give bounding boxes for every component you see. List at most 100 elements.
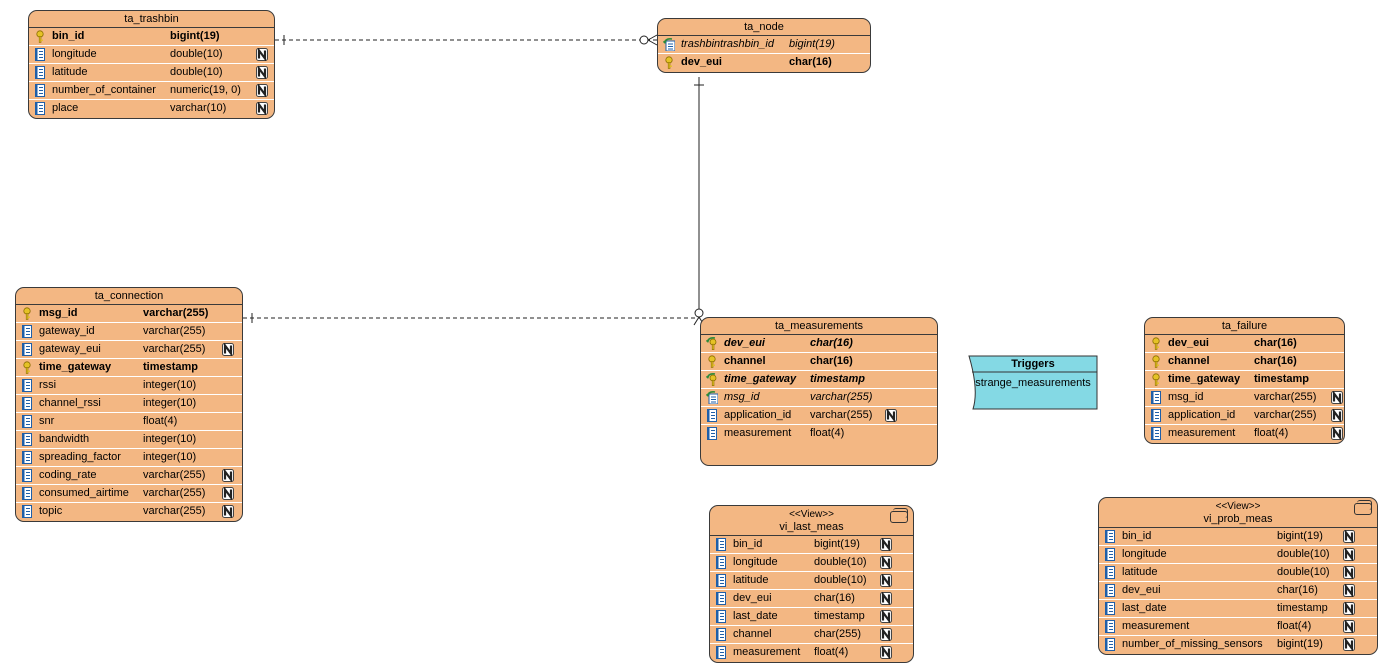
key-icon xyxy=(1152,373,1160,386)
column-row[interactable]: msg_id varchar(255) xyxy=(701,389,937,407)
nullable-icon xyxy=(1343,620,1355,633)
column-name: measurement xyxy=(724,427,792,439)
column-type: char(16) xyxy=(810,355,853,367)
relationship-trashbin-node[interactable] xyxy=(275,34,658,46)
column-name: latitude xyxy=(52,66,88,78)
column-row[interactable]: longitude double(10) xyxy=(29,46,274,64)
column-icon xyxy=(1105,530,1115,543)
column-name: channel xyxy=(733,628,772,640)
column-name: bandwidth xyxy=(39,433,90,445)
column-icon xyxy=(1151,391,1161,404)
key-icon xyxy=(1152,355,1160,368)
column-name: msg_id xyxy=(39,307,78,319)
column-name: measurement xyxy=(733,646,801,658)
relationship-connection-measurements[interactable] xyxy=(243,313,700,323)
column-type: varchar(255) xyxy=(810,391,873,403)
column-type: float(4) xyxy=(1254,427,1289,439)
column-type: double(10) xyxy=(170,48,223,60)
key-icon xyxy=(665,56,673,69)
column-name: msg_id xyxy=(724,391,760,403)
column-name: bin_id xyxy=(1122,530,1152,542)
trigger-item[interactable]: strange_measurements xyxy=(975,377,1091,389)
entity-title: ta_measurements xyxy=(701,318,937,335)
column-type: double(10) xyxy=(170,66,223,78)
column-type: timestamp xyxy=(143,361,199,373)
column-name: channel xyxy=(724,355,766,367)
key-icon xyxy=(1152,337,1160,350)
column-row[interactable]: latitude double(10) xyxy=(29,64,274,82)
triggers-box[interactable]: Triggers strange_measurements xyxy=(969,356,1097,408)
column-name: longitude xyxy=(52,48,97,60)
column-name: last_date xyxy=(1122,602,1167,614)
nullable-icon xyxy=(880,646,892,659)
column-icon xyxy=(716,646,726,659)
view-header: <<View>> vi_prob_meas xyxy=(1099,498,1377,528)
relationship-node-measurements[interactable] xyxy=(693,77,705,326)
column-row[interactable]: channel char(16) xyxy=(701,353,937,371)
triggers-title: Triggers xyxy=(1011,358,1055,370)
entity-title: vi_prob_meas xyxy=(1203,513,1273,525)
column-icon xyxy=(716,592,726,605)
column-icon xyxy=(716,556,726,569)
nullable-icon xyxy=(880,538,892,551)
column-type: integer(10) xyxy=(143,397,197,409)
entity-title: vi_last_meas xyxy=(779,521,844,533)
column-name: snr xyxy=(39,415,55,427)
column-type: numeric(19, 0) xyxy=(170,84,241,96)
nullable-icon xyxy=(880,628,892,641)
column-type: char(16) xyxy=(789,56,832,68)
nullable-icon xyxy=(256,66,268,79)
triggers-shape[interactable] xyxy=(968,355,1098,410)
entity-title: ta_node xyxy=(658,19,870,36)
